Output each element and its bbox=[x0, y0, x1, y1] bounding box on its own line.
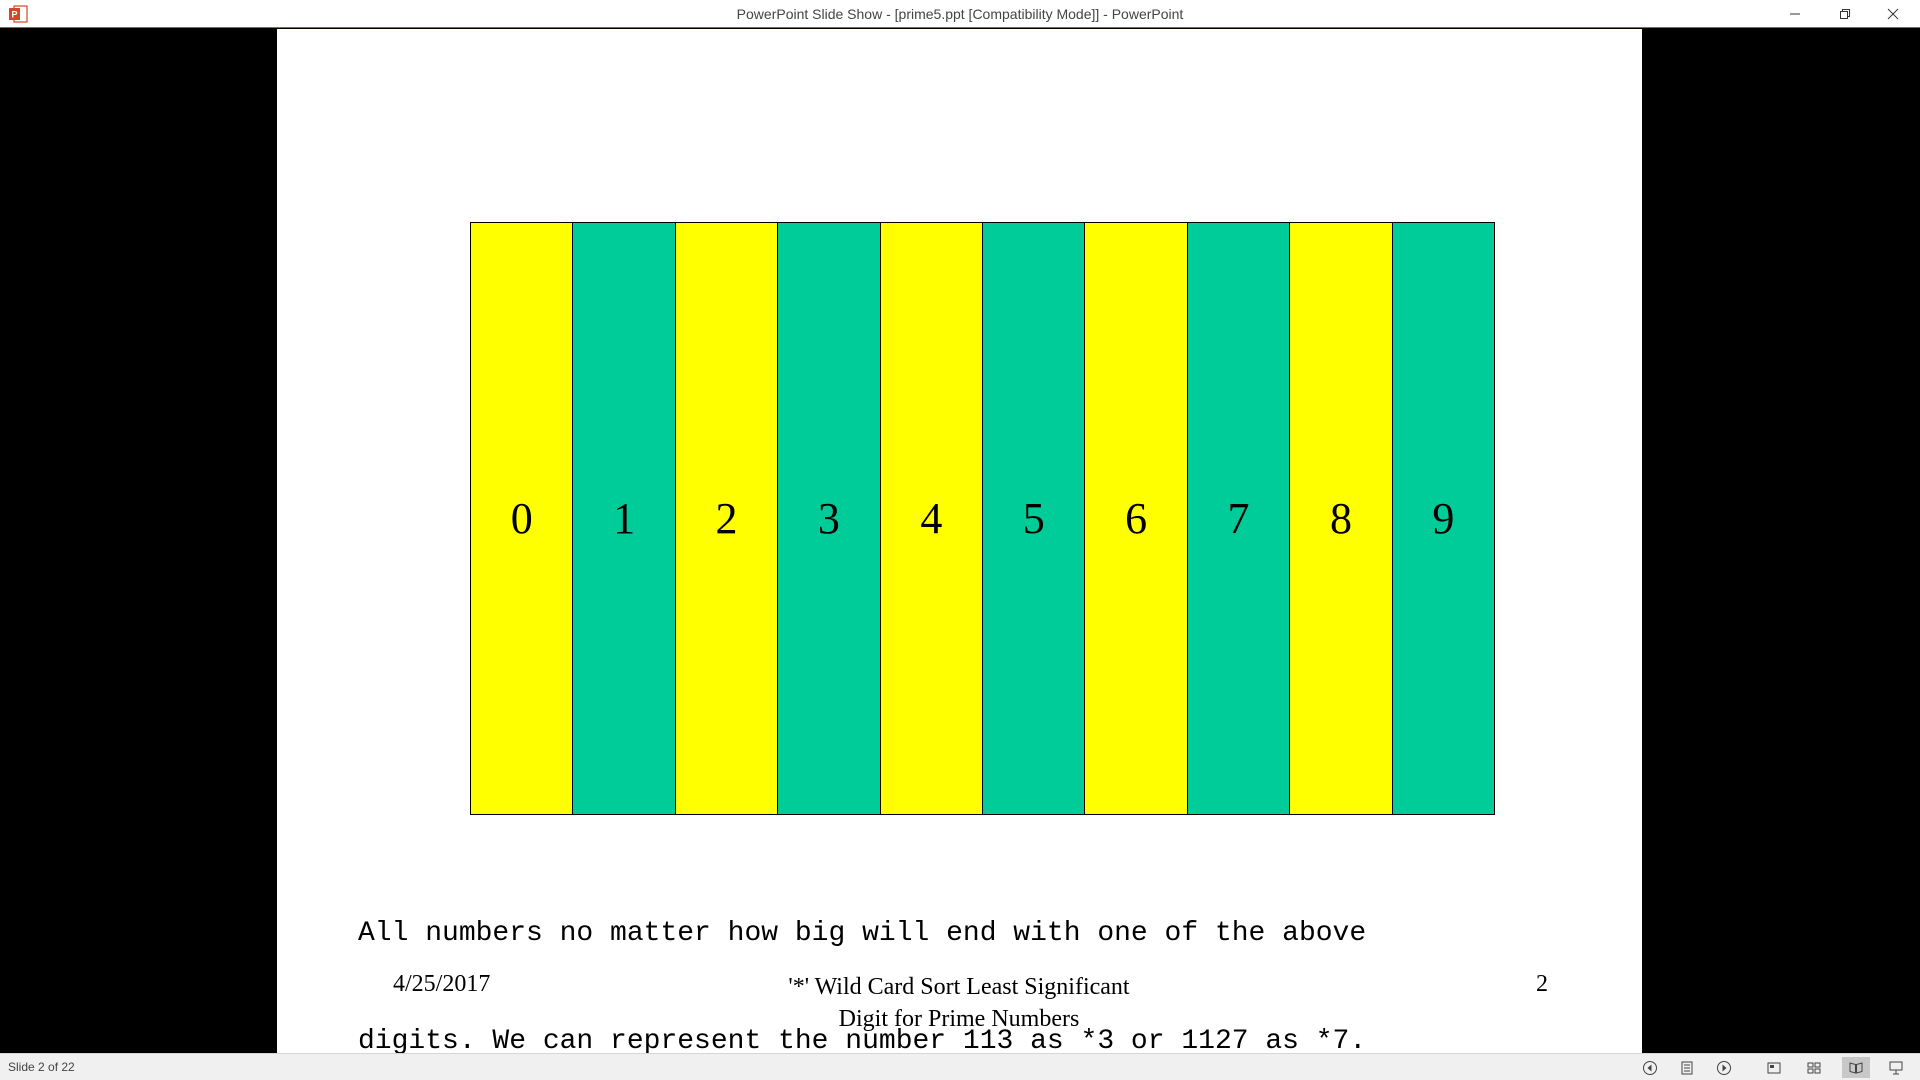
footer-date: 4/25/2017 bbox=[393, 971, 491, 997]
svg-text:P: P bbox=[12, 10, 18, 20]
reading-view-icon bbox=[1849, 1061, 1863, 1074]
footer-title-line-1: '*' Wild Card Sort Least Significant bbox=[788, 974, 1130, 1000]
slide-body-text: All numbers no matter how big will end w… bbox=[358, 844, 1558, 1080]
close-button[interactable] bbox=[1870, 0, 1916, 28]
digit-strip: 0 1 2 3 4 5 6 7 8 9 bbox=[470, 222, 1495, 815]
minimize-button[interactable] bbox=[1772, 0, 1818, 28]
title-bar: P PowerPoint Slide Show - [prime5.ppt [C… bbox=[0, 0, 1920, 28]
normal-view-button[interactable] bbox=[1760, 1057, 1788, 1078]
slide-canvas[interactable]: 0 1 2 3 4 5 6 7 8 9 All numbers no matte… bbox=[277, 29, 1642, 1057]
next-slide-button[interactable] bbox=[1710, 1057, 1738, 1078]
status-bar: Slide 2 of 22 bbox=[0, 1053, 1920, 1080]
digit-cell-4: 4 bbox=[880, 223, 984, 814]
restore-icon bbox=[1840, 9, 1850, 19]
footer-title: '*' Wild Card Sort Least Significant Dig… bbox=[659, 971, 1259, 1035]
digit-cell-6: 6 bbox=[1085, 223, 1188, 814]
digit-cell-3: 3 bbox=[778, 223, 881, 814]
slide-show-icon bbox=[1889, 1061, 1903, 1074]
reading-view-button[interactable] bbox=[1842, 1057, 1870, 1078]
previous-icon bbox=[1643, 1060, 1657, 1075]
slide-menu-icon bbox=[1681, 1061, 1693, 1074]
close-icon bbox=[1887, 8, 1899, 20]
slide-show-button[interactable] bbox=[1882, 1057, 1910, 1078]
next-icon bbox=[1717, 1060, 1731, 1075]
digit-cell-7: 7 bbox=[1187, 223, 1291, 814]
digit-cell-2: 2 bbox=[675, 223, 779, 814]
slide-menu-button[interactable] bbox=[1673, 1057, 1701, 1078]
minimize-icon bbox=[1790, 13, 1800, 15]
slide-sorter-button[interactable] bbox=[1800, 1057, 1828, 1078]
digit-cell-0: 0 bbox=[471, 223, 574, 814]
powerpoint-icon[interactable]: P bbox=[8, 4, 28, 24]
previous-slide-button[interactable] bbox=[1636, 1057, 1664, 1078]
digit-cell-8: 8 bbox=[1290, 223, 1393, 814]
footer-page-number: 2 bbox=[1536, 971, 1548, 997]
slide-sorter-icon bbox=[1807, 1062, 1821, 1073]
normal-view-icon bbox=[1767, 1062, 1781, 1073]
footer-title-line-2: Digit for Prime Numbers bbox=[838, 1006, 1080, 1032]
digit-cell-5: 5 bbox=[983, 223, 1086, 814]
body-line-2: digits. We can represent the number 113 … bbox=[358, 1026, 1367, 1057]
restore-button[interactable] bbox=[1822, 0, 1868, 28]
digit-cell-9: 9 bbox=[1392, 223, 1495, 814]
body-line-1: All numbers no matter how big will end w… bbox=[358, 918, 1367, 949]
window-title: PowerPoint Slide Show - [prime5.ppt [Com… bbox=[736, 6, 1184, 22]
slide-indicator: Slide 2 of 22 bbox=[8, 1060, 75, 1074]
digit-cell-1: 1 bbox=[573, 223, 676, 814]
